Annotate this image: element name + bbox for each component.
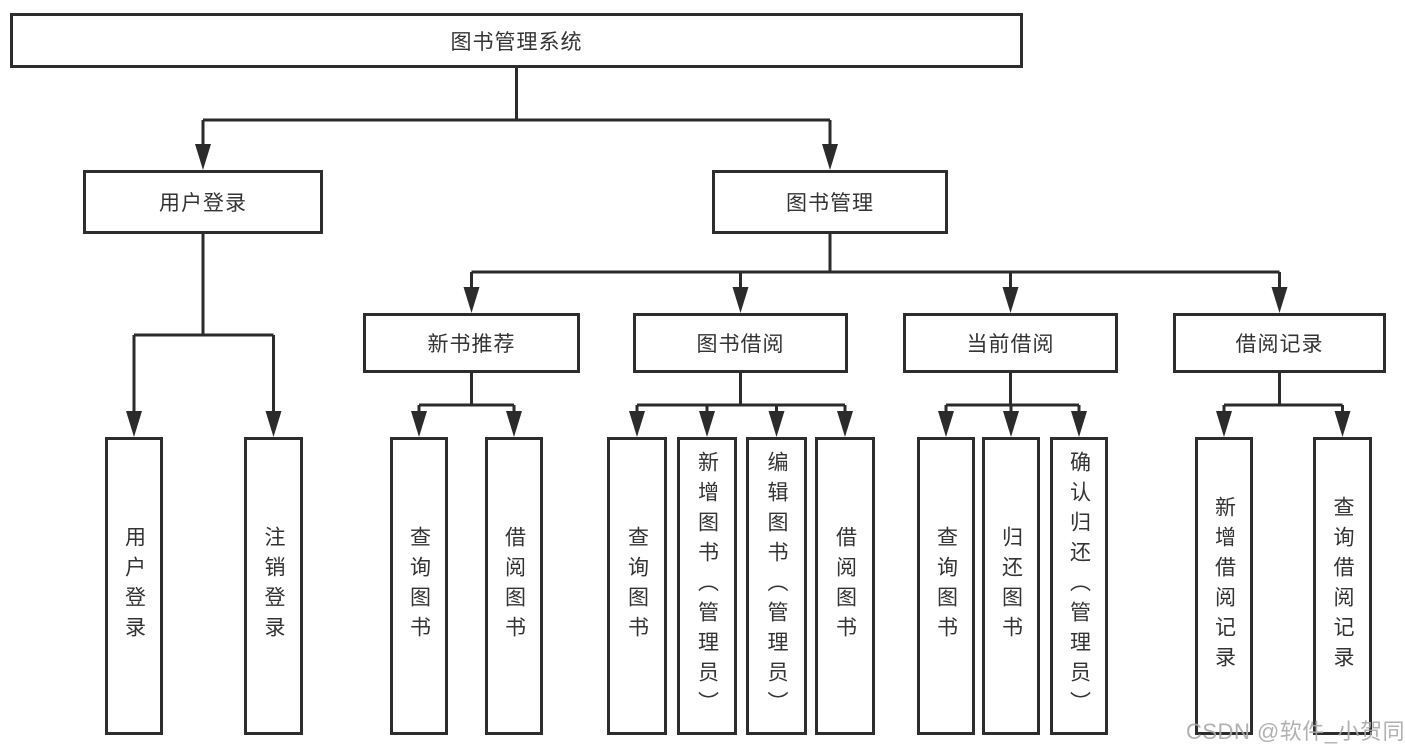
leaf-borrow-borrow-book: 借阅图书 bbox=[815, 437, 875, 735]
node-book-management: 图书管理 bbox=[712, 170, 948, 234]
leaf-recommend-borrow-book: 借阅图书 bbox=[485, 437, 543, 735]
leaf-recommend-query-book: 查询图书 bbox=[390, 437, 448, 735]
node-new-book-recommend: 新书推荐 bbox=[363, 313, 580, 373]
leaf-record-add: 新增借阅记录 bbox=[1195, 437, 1253, 735]
leaf-borrow-edit-book-admin: 编辑图书（管理员） bbox=[746, 437, 807, 735]
node-user-login: 用户登录 bbox=[83, 170, 323, 234]
leaf-current-return-book: 归还图书 bbox=[982, 437, 1040, 735]
csdn-watermark: CSDN @软件_小贺同学 bbox=[1186, 719, 1405, 744]
node-book-borrow: 图书借阅 bbox=[633, 313, 848, 373]
node-root-system: 图书管理系统 bbox=[10, 13, 1023, 68]
node-current-borrow: 当前借阅 bbox=[903, 313, 1118, 373]
leaf-record-query: 查询借阅记录 bbox=[1313, 437, 1372, 735]
leaf-user-login: 用户登录 bbox=[105, 437, 163, 735]
leaf-borrow-add-book-admin: 新增图书（管理员） bbox=[677, 437, 737, 735]
node-borrow-record: 借阅记录 bbox=[1173, 313, 1386, 373]
leaf-current-confirm-return-admin: 确认归还（管理员） bbox=[1050, 437, 1108, 735]
leaf-current-query-book: 查询图书 bbox=[917, 437, 975, 735]
leaf-logout: 注销登录 bbox=[244, 437, 303, 735]
leaf-borrow-query-book: 查询图书 bbox=[607, 437, 667, 735]
